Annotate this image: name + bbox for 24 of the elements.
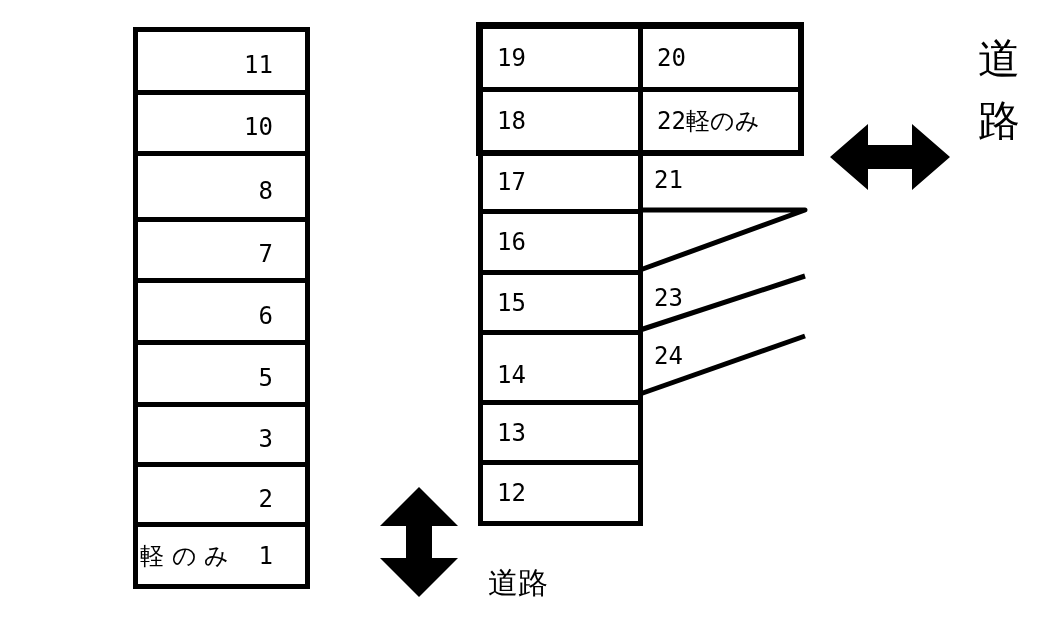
space-number: 8 (258, 178, 273, 203)
space-number: 23 (654, 286, 683, 310)
space-number: 11 (244, 53, 273, 77)
space-number: 18 (497, 109, 526, 133)
space-number: 24 (654, 344, 683, 368)
space-number: 10 (244, 115, 273, 139)
road-label: 道路 (488, 568, 548, 598)
space-number: 5 (258, 365, 273, 390)
space-number: 15 (497, 290, 526, 315)
space-number: 6 (258, 303, 273, 328)
space-number: 17 (497, 170, 526, 194)
space-number: 19 (497, 46, 526, 70)
road-label: 道路 (978, 33, 1021, 147)
space-number: 12 (497, 481, 526, 505)
space-number: 軽のみ 1 (140, 543, 273, 568)
space-number: 14 (497, 362, 526, 387)
space-number: 16 (497, 230, 526, 254)
space-number: 22軽のみ (657, 109, 760, 133)
space-number: 7 (258, 242, 273, 266)
space-number: 2 (258, 486, 273, 511)
space-number: 13 (497, 420, 526, 445)
space-number: 20 (657, 46, 686, 70)
space-number: 3 (258, 426, 273, 451)
space-number: 21 (654, 168, 683, 192)
